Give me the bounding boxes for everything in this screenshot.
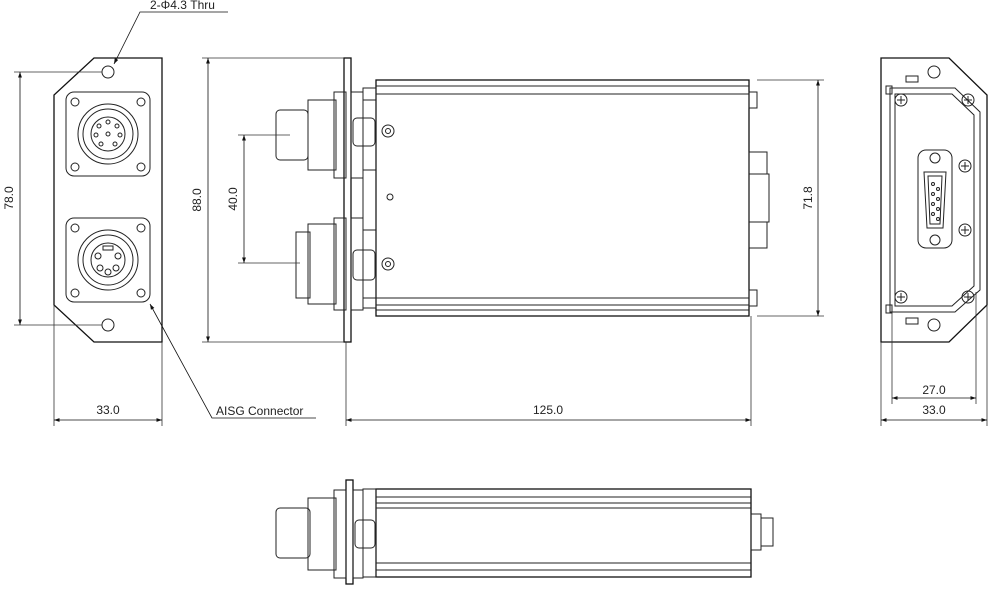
side-lower-connector	[295, 217, 376, 311]
rear-hole-top	[927, 65, 941, 79]
dim-rear-width: 33.0	[922, 403, 946, 417]
upper-aisg-connector	[65, 91, 151, 177]
dim-side-height: 88.0	[190, 188, 204, 212]
connector-note: AISG Connector	[216, 404, 303, 418]
dim-connector-spacing: 40.0	[226, 187, 240, 211]
side-body	[375, 79, 750, 317]
dim-rear-inner-width: 27.0	[922, 383, 946, 397]
bottom-body	[375, 488, 752, 578]
dim-front-width: 33.0	[96, 403, 120, 417]
front-flange-plate	[53, 57, 163, 343]
mount-hole-top	[101, 65, 115, 79]
mount-hole-bottom	[101, 318, 115, 332]
hole-note: 2-Φ4.3 Thru	[150, 0, 215, 12]
bottom-flange	[345, 479, 354, 585]
front-view: 78.0 33.0 2-Φ4.3 Thru AISG Connector	[2, 0, 316, 426]
lower-aisg-connector	[65, 217, 151, 303]
dim-body-height: 71.8	[801, 186, 815, 210]
side-flange	[343, 57, 352, 343]
rear-hole-bottom	[927, 318, 941, 332]
dim-front-height: 78.0	[2, 186, 16, 210]
bottom-view	[275, 479, 774, 585]
dim-body-length: 125.0	[533, 403, 563, 417]
rear-view: 27.0 33.0	[880, 57, 988, 426]
connector-leader	[149, 303, 316, 419]
rear-flange-plate	[880, 57, 988, 343]
side-view: 88.0 40.0 125.0 71.8	[190, 57, 824, 426]
db9-connector	[917, 149, 953, 249]
side-upper-connector	[275, 91, 376, 179]
hole-leader	[113, 11, 228, 65]
